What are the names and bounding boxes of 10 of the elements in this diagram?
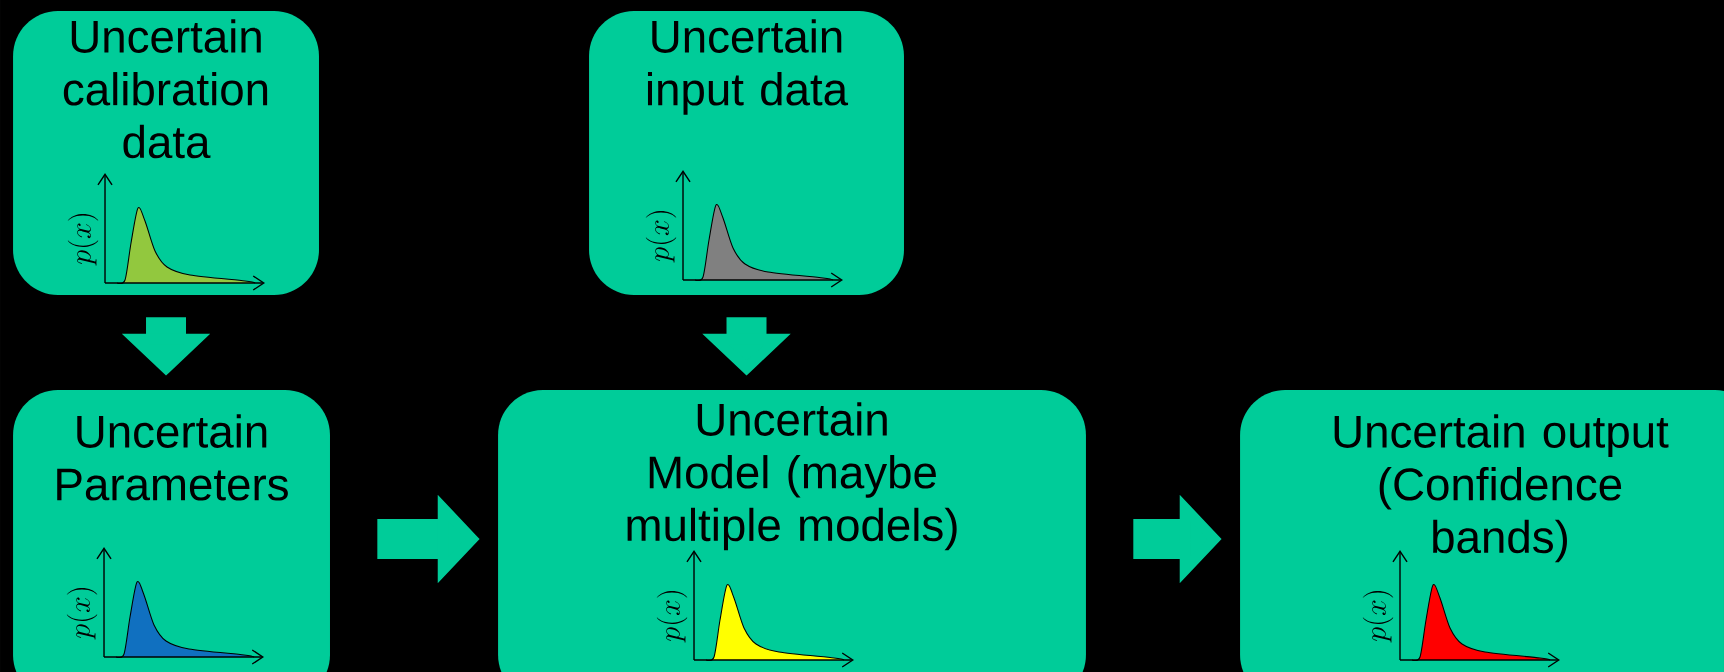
axis-label: $p(x)$ [67,214,99,266]
axis-label: $p(x)$ [656,591,688,643]
box-title: Uncertain Model (maybe multiple models) [627,402,957,551]
axis-label: $p(x)$ [66,588,98,640]
box-title: Uncertain input data [647,19,849,115]
box-title: Uncertain calibration data [63,19,268,159]
box-title: Uncertain output (Confidence bands) [1334,414,1669,563]
box-title: Uncertain Parameters [57,414,288,501]
axis-label: $p(x)$ [645,211,677,263]
axis-label: $p(x)$ [1362,591,1394,643]
